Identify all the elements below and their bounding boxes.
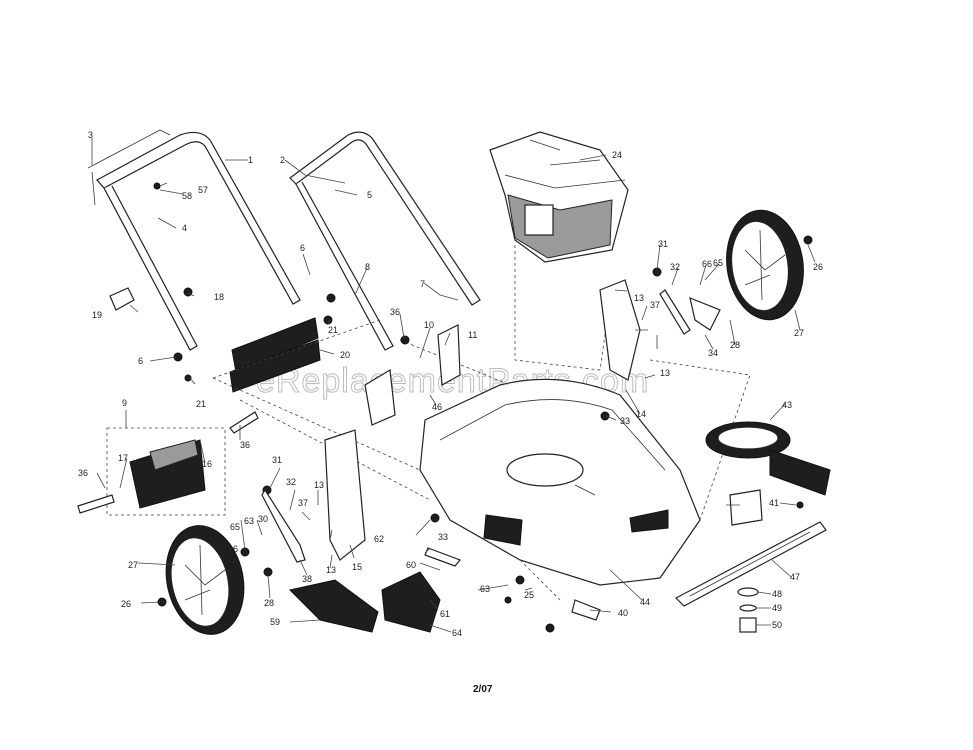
callout-48: 48 <box>772 589 782 599</box>
chute-flap-part <box>381 571 441 633</box>
leader-lines <box>91 138 816 633</box>
callout-64: 64 <box>452 628 462 638</box>
chute-part <box>106 427 226 516</box>
callout-60: 60 <box>406 560 416 570</box>
callout-37a: 37 <box>650 300 660 310</box>
callout-31a: 31 <box>658 239 668 249</box>
callout-15: 15 <box>352 562 362 572</box>
callout-36a: 36 <box>240 440 250 450</box>
callout-27a: 27 <box>794 328 804 338</box>
blade-adapter-part <box>705 421 831 496</box>
lower-handle-part <box>289 131 481 351</box>
callout-30: 30 <box>258 514 268 524</box>
callout-32b: 32 <box>286 477 296 487</box>
callout-57: 57 <box>198 185 208 195</box>
callout-36c: 36 <box>390 307 400 317</box>
front-left-wheel <box>165 525 245 635</box>
callout-6b: 6 <box>138 356 143 366</box>
callout-18: 18 <box>214 292 224 302</box>
callout-9: 9 <box>122 398 127 408</box>
callout-34: 34 <box>708 348 718 358</box>
callout-25: 25 <box>524 590 534 600</box>
callout-32a: 32 <box>670 262 680 272</box>
callout-59: 59 <box>270 617 280 627</box>
blade-hardware <box>729 489 763 633</box>
callout-33a: 33 <box>620 416 630 426</box>
callout-26b: 26 <box>121 599 131 609</box>
callout-26a: 26 <box>813 262 823 272</box>
blade-part <box>675 521 827 607</box>
page-footer-date: 2/07 <box>473 684 493 695</box>
callout-8: 8 <box>365 262 370 272</box>
callout-13b: 13 <box>660 368 670 378</box>
callout-27b: 27 <box>128 560 138 570</box>
callout-63a: 63 <box>480 584 490 594</box>
engine-part <box>489 131 629 263</box>
callout-4: 4 <box>182 223 187 233</box>
callout-13d: 13 <box>326 565 336 575</box>
callout-58: 58 <box>182 191 192 201</box>
callout-33b: 33 <box>438 532 448 542</box>
callout-49: 49 <box>772 603 782 613</box>
callout-41: 41 <box>769 498 779 508</box>
callout-labels: 1 2 3 4 5 6 6 7 8 9 10 11 13 13 13 13 14… <box>78 130 823 638</box>
callout-16: 16 <box>202 459 212 469</box>
callout-19: 19 <box>92 310 102 320</box>
callout-28a: 28 <box>730 340 740 350</box>
callout-50: 50 <box>772 620 782 630</box>
callout-20: 20 <box>340 350 350 360</box>
callout-17: 17 <box>118 453 128 463</box>
height-bracket-part <box>324 279 641 561</box>
callout-62: 62 <box>374 534 384 544</box>
callout-28b: 28 <box>264 598 274 608</box>
rear-right-wheel <box>726 209 804 321</box>
callout-43: 43 <box>782 400 792 410</box>
mulch-plug-part <box>289 579 379 633</box>
callout-3: 3 <box>88 130 93 140</box>
callout-2: 2 <box>280 155 285 165</box>
callout-24: 24 <box>612 150 622 160</box>
bag-frame-part <box>229 317 321 393</box>
callout-63b: 63 <box>244 516 254 526</box>
callout-37b: 37 <box>298 498 308 508</box>
callout-31b: 31 <box>272 455 282 465</box>
deck-part <box>419 378 701 586</box>
callout-66b: 66 <box>228 544 238 554</box>
callout-65b: 65 <box>230 522 240 532</box>
callout-66a: 66 <box>702 259 712 269</box>
callout-13c: 13 <box>314 480 324 490</box>
callout-46: 46 <box>432 402 442 412</box>
callout-40: 40 <box>618 608 628 618</box>
callout-11: 11 <box>468 330 477 340</box>
callout-1: 1 <box>248 155 253 165</box>
callout-21b: 21 <box>196 399 206 409</box>
callout-44: 44 <box>640 597 650 607</box>
callout-38: 38 <box>302 574 312 584</box>
callout-5: 5 <box>367 190 372 200</box>
hardware-items <box>77 182 813 633</box>
callout-36b: 36 <box>78 468 88 478</box>
callout-21a: 21 <box>328 325 338 335</box>
callout-61: 61 <box>440 609 450 619</box>
callout-14: 14 <box>636 409 646 419</box>
callout-10: 10 <box>424 320 434 330</box>
callout-13a: 13 <box>634 293 644 303</box>
callout-6a: 6 <box>300 243 305 253</box>
callout-47: 47 <box>790 572 800 582</box>
upper-handle-part <box>87 129 301 351</box>
callout-7: 7 <box>420 279 425 289</box>
callout-65a: 65 <box>713 258 723 268</box>
